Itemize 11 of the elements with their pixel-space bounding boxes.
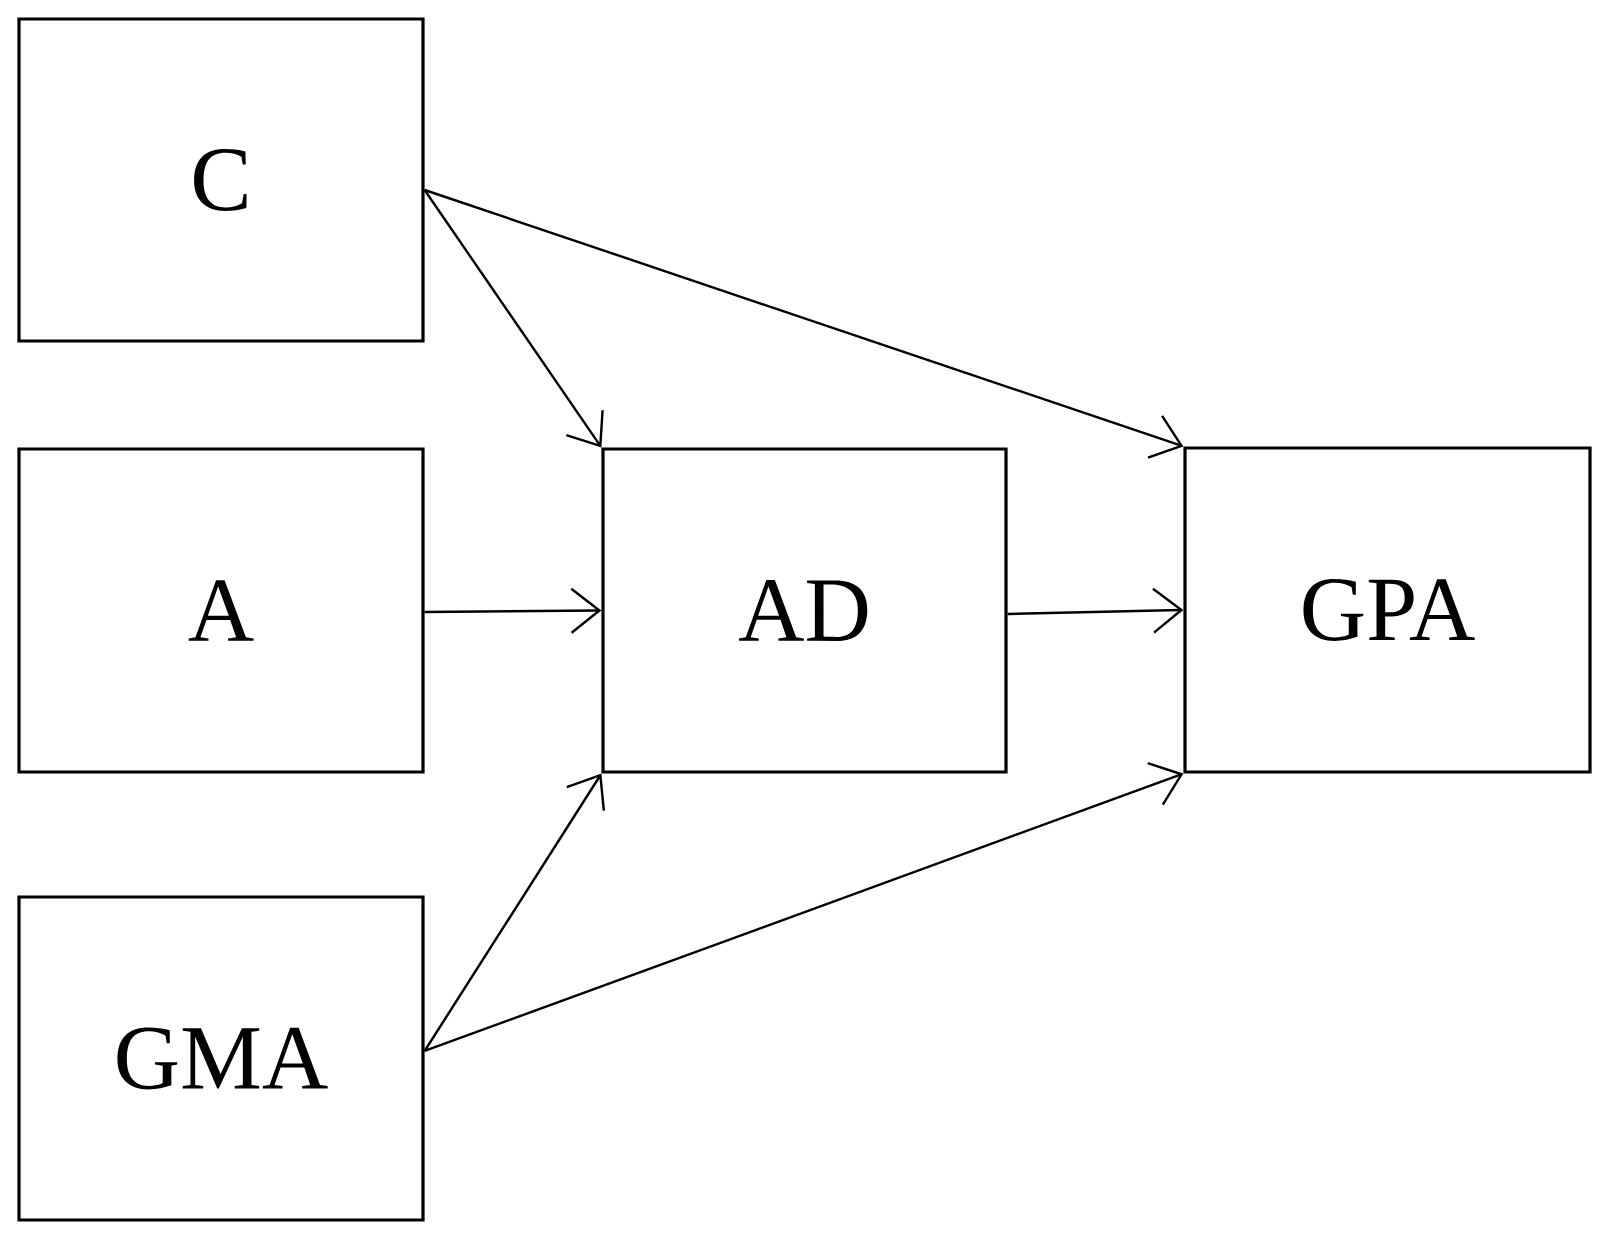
arrow [423, 189, 604, 448]
arrow [423, 773, 606, 1052]
arrow [424, 587, 602, 634]
process-box: GPA [1183, 446, 1592, 774]
process-box: A [17, 447, 425, 774]
arrow [424, 762, 1184, 1053]
arrow [1007, 587, 1184, 634]
process-box: AD [601, 447, 1008, 774]
process-box: GMA [17, 895, 425, 1222]
process-box: C [17, 17, 425, 343]
arrow [424, 188, 1184, 459]
